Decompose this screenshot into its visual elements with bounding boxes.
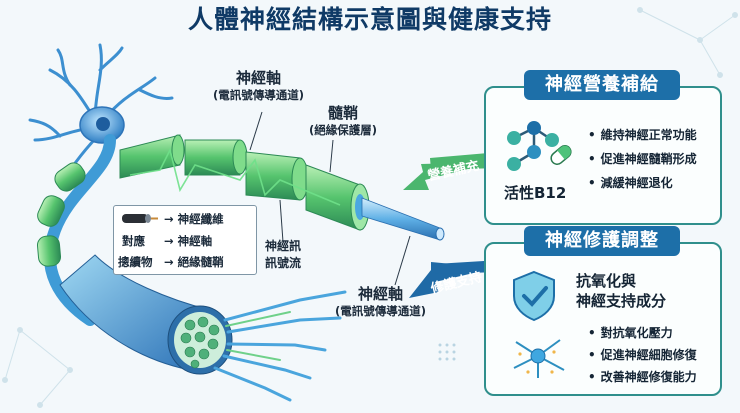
page-title: 人體神經結構示意圖與健康支持 (187, 5, 552, 34)
label-myelin-main: 髓鞘 (327, 104, 358, 122)
legend-row-2-left: 對應 (122, 234, 145, 248)
neuron-illustration (28, 43, 445, 402)
myelin-sheath-main (119, 134, 370, 231)
panel-repair-heading-1: 抗氧化與 (576, 272, 637, 290)
label-axon-bottom: 神經軸 (電訊號傳導通道) (318, 286, 443, 320)
nutrition-bullet-2: 促進神經髓鞘形成 (588, 150, 697, 167)
shield-icon (513, 270, 555, 322)
nutrition-bullet-1: 維持神經正常功能 (588, 126, 697, 143)
legend-row-3-left: 摠續物 (118, 255, 153, 269)
axon-core (361, 197, 445, 241)
legend-box: → 神經纖維 對應 → 神經軸 摠續物 → 絕緣髓鞘 (113, 205, 257, 275)
panel-repair: 神經修護調整 抗氧化與 神經支持成分 對抗氧化壓力 促進神經細胞修復 改善神經修… (484, 226, 722, 396)
label-axon-top-sub: (電訊號傳導通道) (212, 88, 304, 102)
panel-repair-title: 神經修護調整 (524, 226, 680, 256)
signal-wave (129, 147, 341, 206)
label-axon-bottom-sub: (電訊號傳導通道) (334, 304, 426, 318)
label-signal-line1: 神經訊 (264, 239, 301, 253)
legend-row-3-right: 絕緣髓鞘 (177, 255, 224, 269)
myelin-segments-curve (36, 162, 86, 267)
panel-nutrition: 神經營養補給 活性B12 維持神經正常功能 促進神經髓鞘形成 減緩神經退化 (484, 70, 722, 225)
legend-row-2: 對應 → 神經軸 (122, 234, 213, 248)
repair-bullet-3: 改善神經修復能力 (588, 368, 697, 385)
panel-nutrition-title: 神經營養補給 (524, 70, 680, 100)
label-signal: 神經訊 訊號流 (253, 238, 313, 272)
legend-row-2-right: 神經軸 (177, 234, 213, 248)
repair-bullet-2: 促進神經細胞修復 (588, 346, 697, 363)
panel-repair-heading-2: 神經支持成分 (576, 292, 667, 310)
arrows (403, 152, 500, 298)
label-myelin: 髓鞘 (絕緣保護層) (298, 105, 388, 139)
legend-row-1: → 神經纖維 (164, 212, 224, 226)
label-axon-bottom-main: 神經軸 (357, 285, 403, 303)
label-axon-top: 神經軸 (電訊號傳導通道) (196, 70, 321, 104)
nutrition-arrow (403, 162, 495, 190)
nerve-cell-icon (513, 339, 565, 378)
label-signal-line2: 訊號流 (264, 256, 301, 270)
legend-row-3: 摠續物 → 絕緣髓鞘 (118, 255, 224, 269)
label-myelin-sub: (絕緣保護層) (308, 123, 377, 137)
panel-nutrition-caption: 活性B12 (504, 184, 567, 202)
capsule-icon (550, 145, 572, 165)
nucleus (96, 117, 110, 131)
dendrites (28, 43, 174, 187)
cable-icon (122, 214, 158, 223)
repair-bullet-1: 對抗氧化壓力 (588, 324, 673, 341)
nutrition-bullet-3: 減緩神經退化 (588, 174, 673, 191)
label-axon-top-main: 神經軸 (235, 69, 281, 87)
nerve-bundle (59, 254, 347, 402)
legend-row-1-right: 神經纖維 (177, 212, 224, 226)
molecule-icon (507, 121, 559, 171)
